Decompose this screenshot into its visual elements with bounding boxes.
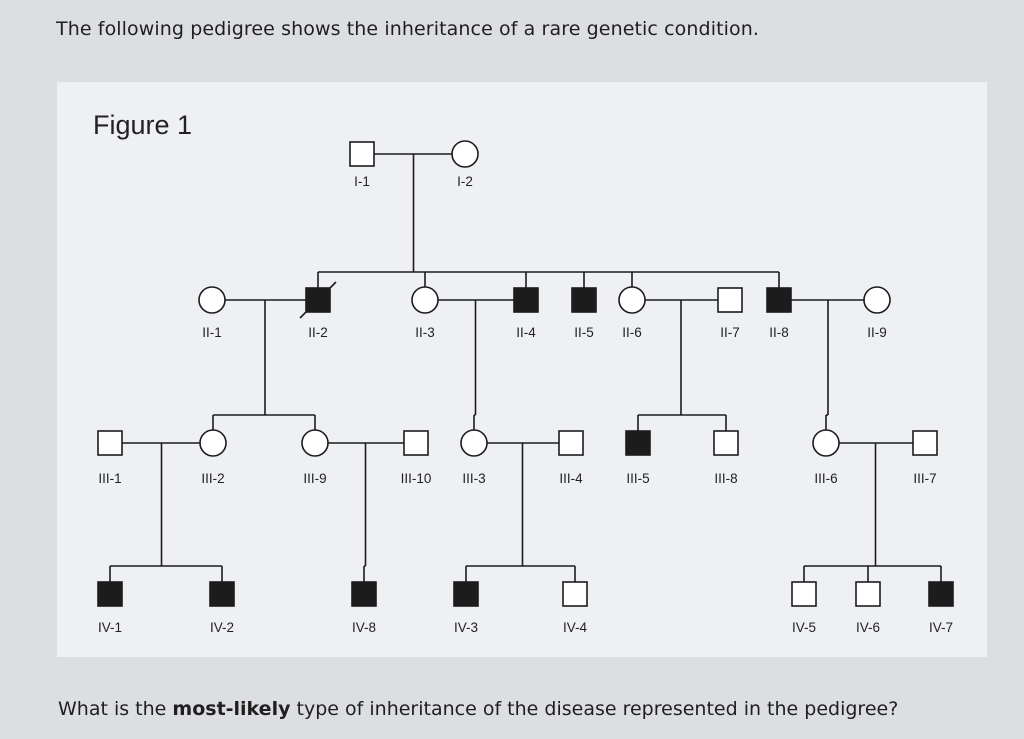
individual-label-iii-3: III-3 (462, 471, 485, 486)
male-symbol-iii-4 (558, 430, 584, 456)
individual-label-ii-3: II-3 (415, 325, 435, 340)
individual-label-iv-7: IV-7 (929, 620, 953, 635)
male-symbol-ii-8 (766, 287, 792, 313)
male-symbol-iv-3 (453, 581, 479, 607)
male-symbol-iii-1 (97, 430, 123, 456)
individual-label-ii-7: II-7 (720, 325, 740, 340)
individual-label-iv-2: IV-2 (210, 620, 234, 635)
individual-label-ii-6: II-6 (622, 325, 642, 340)
individual-label-iii-6: III-6 (814, 471, 837, 486)
male-symbol-iii-7 (912, 430, 938, 456)
individual-label-i-2: I-2 (457, 174, 473, 189)
individual-label-iv-3: IV-3 (454, 620, 478, 635)
male-symbol-iv-7 (928, 581, 954, 607)
individual-label-iv-5: IV-5 (792, 620, 816, 635)
individual-label-iv-1: IV-1 (98, 620, 122, 635)
individual-label-ii-9: II-9 (867, 325, 887, 340)
female-symbol-ii-3 (411, 286, 439, 314)
individual-label-ii-8: II-8 (769, 325, 789, 340)
male-symbol-ii-5 (571, 287, 597, 313)
male-symbol-iv-2 (209, 581, 235, 607)
male-symbol-iv-6 (855, 581, 881, 607)
individual-label-iii-1: III-1 (98, 471, 121, 486)
female-symbol-ii-6 (618, 286, 646, 314)
individual-label-iii-4: III-4 (559, 471, 583, 486)
male-symbol-iv-4 (562, 581, 588, 607)
male-symbol-iii-10 (403, 430, 429, 456)
question-suffix: type of inheritance of the disease repre… (296, 698, 899, 720)
individual-label-iv-4: IV-4 (563, 620, 588, 635)
individual-label-iii-5: III-5 (626, 471, 649, 486)
individual-label-iii-7: III-7 (913, 471, 936, 486)
question-text: What is the most-likely type of inherita… (58, 698, 898, 720)
female-symbol-iii-3 (460, 429, 488, 457)
male-symbol-i-1 (349, 141, 375, 167)
individual-label-i-1: I-1 (354, 174, 370, 189)
male-symbol-iv-8 (351, 581, 377, 607)
female-symbol-i-2 (451, 140, 479, 168)
individual-label-iv-8: IV-8 (352, 620, 376, 635)
individual-label-iii-9: III-9 (303, 471, 326, 486)
male-symbol-ii-4 (513, 287, 539, 313)
female-symbol-ii-9 (863, 286, 891, 314)
male-symbol-iv-5 (791, 581, 817, 607)
male-symbol-iii-5 (625, 430, 651, 456)
individual-label-ii-1: II-1 (202, 325, 222, 340)
female-symbol-iii-9 (301, 429, 329, 457)
individual-label-iii-8: III-8 (714, 471, 737, 486)
individual-label-ii-5: II-5 (574, 325, 594, 340)
individual-label-iii-2: III-2 (201, 471, 224, 486)
male-symbol-ii-7 (717, 287, 743, 313)
individual-label-iii-10: III-10 (401, 471, 432, 486)
individual-label-iv-6: IV-6 (856, 620, 880, 635)
header-intro-text: The following pedigree shows the inherit… (56, 18, 760, 40)
individual-label-ii-2: II-2 (308, 325, 328, 340)
deceased-slash-ii-2 (299, 281, 337, 319)
question-emphasis: most-likely (172, 698, 291, 720)
female-symbol-iii-6 (812, 429, 840, 457)
male-symbol-iii-8 (713, 430, 739, 456)
male-symbol-iv-1 (97, 581, 123, 607)
question-prefix: What is the (58, 698, 167, 720)
individual-label-ii-4: II-4 (516, 325, 536, 340)
female-symbol-ii-1 (198, 286, 226, 314)
figure-title: Figure 1 (93, 110, 193, 140)
female-symbol-iii-2 (199, 429, 227, 457)
